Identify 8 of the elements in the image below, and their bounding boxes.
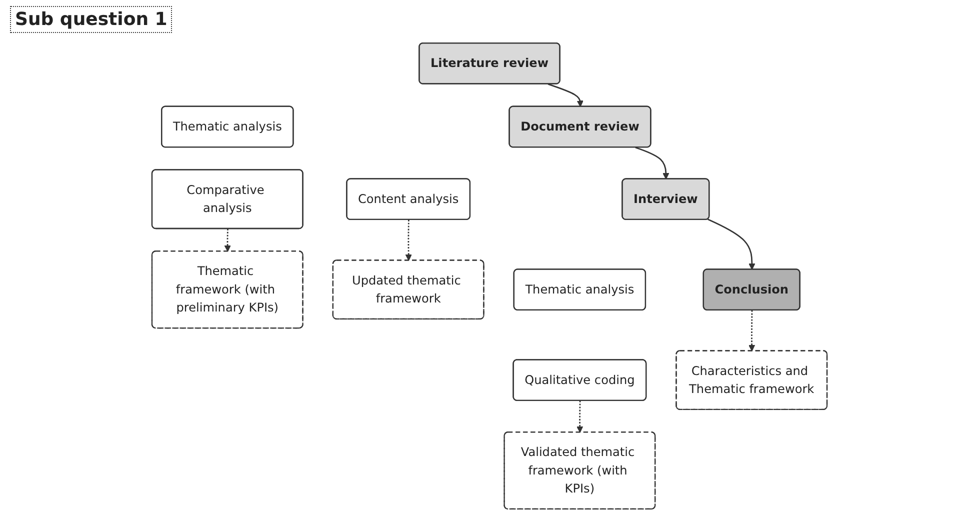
arrow bbox=[748, 310, 756, 352]
arrow bbox=[405, 220, 412, 261]
arrow bbox=[707, 218, 756, 270]
arrow bbox=[635, 146, 670, 180]
title: Sub question 1 bbox=[10, 6, 172, 33]
arrow bbox=[224, 228, 231, 252]
arrow bbox=[576, 400, 584, 433]
arrow bbox=[548, 83, 584, 108]
